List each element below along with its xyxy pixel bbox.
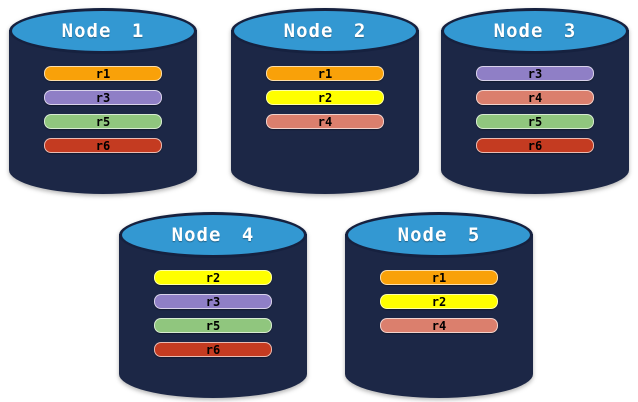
replica-label: r3: [527, 66, 543, 81]
cylinder-top-ellipse: Node 2: [231, 8, 419, 54]
database-node: Node 5 r1 r2 r4: [345, 212, 533, 398]
replica-bar: r1: [266, 66, 384, 81]
cylinder-body: [231, 30, 419, 194]
replica-label: r1: [317, 66, 333, 81]
database-node: Node 2 r1 r2 r4: [231, 8, 419, 194]
replica-label: r4: [431, 318, 447, 333]
replica-bar: r6: [476, 138, 594, 153]
database-node: Node 1 r1 r3 r5 r6: [9, 8, 197, 194]
replica-bar: r2: [266, 90, 384, 105]
replica-bar: r2: [154, 270, 272, 285]
replica-label: r3: [95, 90, 111, 105]
node-label: Node 3: [493, 20, 577, 42]
replica-label: r2: [205, 270, 221, 285]
replica-label: r3: [205, 294, 221, 309]
replica-bar: r5: [476, 114, 594, 129]
node-label: Node 4: [171, 224, 255, 246]
replica-label: r1: [95, 66, 111, 81]
replica-bar: r1: [44, 66, 162, 81]
cylinder-top-ellipse: Node 1: [9, 8, 197, 54]
replica-label: r2: [431, 294, 447, 309]
replica-bar: r5: [44, 114, 162, 129]
replica-list: r3 r4 r5 r6: [476, 66, 594, 153]
replica-bar: r3: [154, 294, 272, 309]
replica-bar: r4: [266, 114, 384, 129]
node-label: Node 1: [61, 20, 145, 42]
replica-label: r6: [95, 138, 111, 153]
node-label: Node 2: [283, 20, 367, 42]
replica-bar: r3: [44, 90, 162, 105]
replica-list: r1 r3 r5 r6: [44, 66, 162, 153]
node-label: Node 5: [397, 224, 481, 246]
replica-list: r1 r2 r4: [266, 66, 384, 129]
replica-bar: r6: [154, 342, 272, 357]
replica-label: r4: [527, 90, 543, 105]
replica-bar: r5: [154, 318, 272, 333]
cylinder-top-ellipse: Node 4: [119, 212, 307, 258]
replica-label: r5: [205, 318, 221, 333]
replica-label: r5: [95, 114, 111, 129]
replica-bar: r4: [380, 318, 498, 333]
cylinder-body: [9, 30, 197, 194]
cylinder-top-ellipse: Node 3: [441, 8, 629, 54]
replica-list: r2 r3 r5 r6: [154, 270, 272, 357]
cylinder-body: [119, 234, 307, 398]
replica-label: r5: [527, 114, 543, 129]
replica-bar: r1: [380, 270, 498, 285]
replica-label: r4: [317, 114, 333, 129]
replica-bar: r2: [380, 294, 498, 309]
replica-label: r2: [317, 90, 333, 105]
replica-bar: r4: [476, 90, 594, 105]
cylinder-top-ellipse: Node 5: [345, 212, 533, 258]
replica-list: r1 r2 r4: [380, 270, 498, 333]
database-node: Node 4 r2 r3 r5 r6: [119, 212, 307, 398]
replica-bar: r3: [476, 66, 594, 81]
replica-bar: r6: [44, 138, 162, 153]
replica-label: r6: [205, 342, 221, 357]
cylinder-body: [345, 234, 533, 398]
database-node: Node 3 r3 r4 r5 r6: [441, 8, 629, 194]
replica-label: r1: [431, 270, 447, 285]
cylinder-body: [441, 30, 629, 194]
replica-label: r6: [527, 138, 543, 153]
